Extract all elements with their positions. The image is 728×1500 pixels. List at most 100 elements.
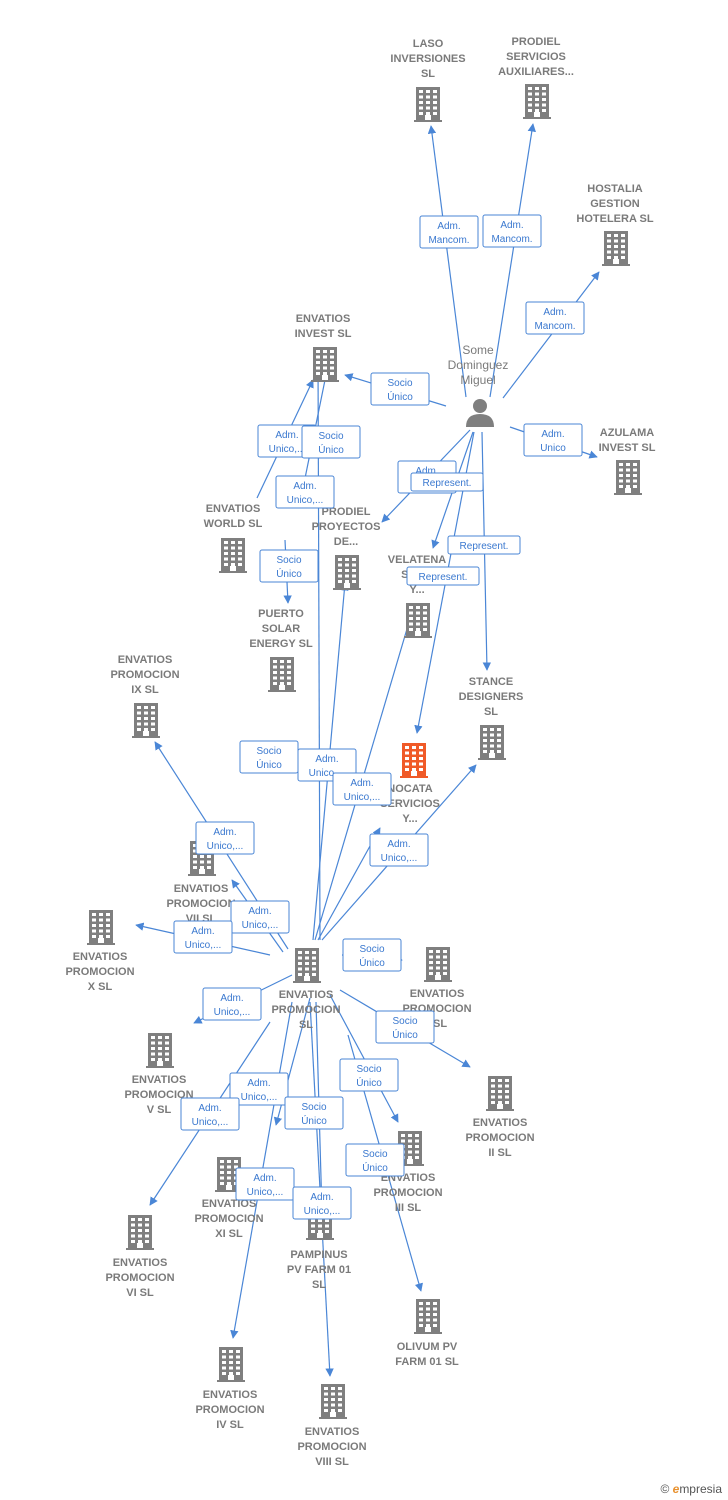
node-label-line: PROMOCION bbox=[166, 898, 235, 910]
edge-label-box bbox=[370, 372, 430, 406]
node-label-line: ENVATIOS bbox=[296, 313, 351, 325]
node-label-line: IX SL bbox=[131, 684, 159, 696]
edge-label-box bbox=[230, 900, 290, 934]
edge-label[interactable]: Adm.Unico,... bbox=[275, 475, 335, 509]
edge-label-text: Adm. bbox=[220, 993, 243, 1004]
edge-label[interactable]: Adm.Unico,... bbox=[230, 900, 290, 934]
edge-label[interactable]: Adm.Unico,... bbox=[369, 833, 429, 867]
node-label-line: SL bbox=[484, 706, 498, 718]
edge-label[interactable]: Adm.Mancom. bbox=[525, 301, 585, 335]
edge-label-text: Único bbox=[256, 758, 282, 771]
node-label-line: Some bbox=[462, 343, 494, 357]
edge-label[interactable]: Adm.Unico,... bbox=[173, 920, 233, 954]
edge-label[interactable]: Represent. bbox=[447, 535, 521, 555]
edge-label-text: Adm. bbox=[500, 220, 523, 231]
edge-label-text: Adm. bbox=[247, 1078, 270, 1089]
edge-label-text: Adm. bbox=[293, 481, 316, 492]
edge-label-text: Unico,... bbox=[247, 1187, 284, 1198]
edge-label[interactable]: Adm.Unico bbox=[523, 423, 583, 457]
company-node-velatena[interactable]: VELATENASER...Y... bbox=[388, 554, 447, 638]
empresia-brand[interactable]: © empresia bbox=[660, 1482, 722, 1496]
edge-label-text: Adm. bbox=[198, 1103, 221, 1114]
edge-label[interactable]: Adm.Mancom. bbox=[482, 214, 542, 248]
node-label-line: PV FARM 01 bbox=[287, 1264, 351, 1276]
edge-label-text: Adm. bbox=[387, 839, 410, 850]
node-label-line: IV SL bbox=[216, 1419, 244, 1431]
building-icon bbox=[414, 1299, 442, 1334]
edge-label-box bbox=[342, 938, 402, 972]
node-label-line: PROYECTOS bbox=[312, 521, 381, 533]
edge-label-text: Único bbox=[301, 1114, 327, 1127]
edge-label-text: Único bbox=[387, 390, 413, 403]
edge-label-text: Unico,... bbox=[241, 1092, 278, 1103]
node-label-line: PROMOCION bbox=[195, 1404, 264, 1416]
edge-label[interactable]: Adm.Mancom. bbox=[419, 215, 479, 249]
node-label-line: INVERSIONES bbox=[390, 53, 465, 65]
node-label-line: AUXILIARES... bbox=[498, 66, 574, 78]
edge-label-text: Unico,... bbox=[207, 841, 244, 852]
edge-label[interactable]: Adm.Unico,... bbox=[195, 821, 255, 855]
edge-label[interactable]: Adm. Unico,... bbox=[229, 1072, 289, 1106]
building-icon bbox=[87, 910, 115, 945]
edge-label-text: Mancom. bbox=[534, 321, 575, 332]
edge-label[interactable]: Represent. bbox=[406, 566, 480, 586]
edge-label[interactable]: Adm.Unico,... bbox=[180, 1097, 240, 1131]
edge-label[interactable]: Represent. bbox=[410, 472, 484, 492]
edge-label-text: Adm. bbox=[191, 926, 214, 937]
person-icon bbox=[466, 399, 494, 427]
edge-label-box bbox=[369, 833, 429, 867]
edge-label-text: Único bbox=[276, 567, 302, 580]
building-icon bbox=[486, 1076, 514, 1111]
node-label-line: II SL bbox=[488, 1147, 512, 1159]
building-icon bbox=[414, 87, 442, 122]
node-label-line: DE... bbox=[334, 536, 358, 548]
edge-label[interactable]: Adm.Unico,... bbox=[235, 1167, 295, 1201]
edge-label[interactable]: Adm.Unico,... bbox=[292, 1186, 352, 1220]
edge-label-text: Represent. bbox=[423, 478, 472, 489]
edge-label-box bbox=[375, 1010, 435, 1044]
edge-label[interactable]: Adm.Unico,... bbox=[202, 987, 262, 1021]
edge-label[interactable]: Adm.Unico,... bbox=[332, 772, 392, 806]
edge-label-box bbox=[482, 214, 542, 248]
edge-label-text: Único bbox=[359, 956, 385, 969]
node-label-line: Dominguez bbox=[448, 358, 509, 372]
node-label-line: ENVATIOS bbox=[174, 883, 229, 895]
brand-e-logo: e bbox=[672, 1482, 680, 1496]
building-icon bbox=[319, 1384, 347, 1419]
